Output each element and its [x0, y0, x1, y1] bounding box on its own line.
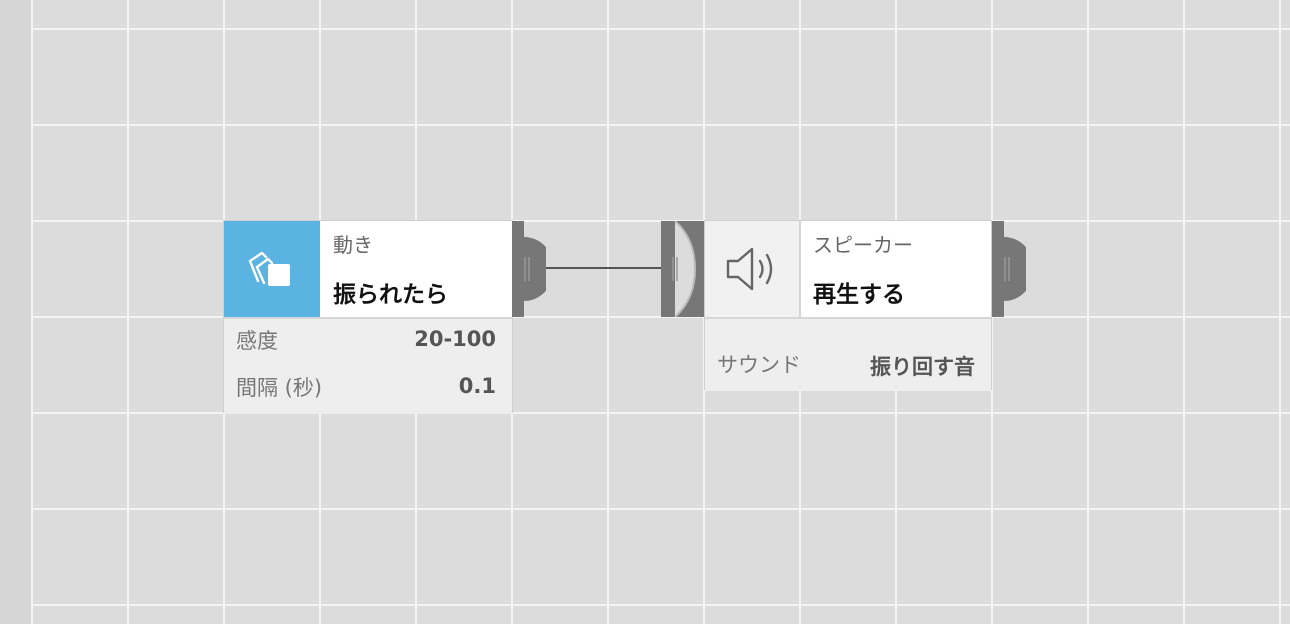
block-header: 動き 振られたら	[224, 221, 512, 317]
property-value[interactable]: 20-100	[414, 327, 496, 351]
property-row-sound[interactable]: サウンド 振り回す音	[717, 343, 975, 383]
canvas-left-margin	[0, 0, 31, 624]
block-action: 再生する	[813, 282, 905, 308]
input-port[interactable]	[661, 220, 705, 318]
output-port[interactable]	[992, 221, 1034, 317]
property-label: 感度	[236, 329, 278, 353]
speaker-icon	[705, 221, 801, 317]
property-value[interactable]: 0.1	[458, 374, 496, 398]
property-row-sensitivity[interactable]: 感度 20-100	[236, 319, 496, 359]
speaker-play-block[interactable]: スピーカー 再生する サウンド 振り回す音	[705, 221, 991, 391]
output-port[interactable]	[512, 221, 554, 317]
block-header: スピーカー 再生する	[705, 221, 991, 317]
block-action: 振られたら	[333, 282, 448, 308]
block-category: 動き	[333, 233, 373, 257]
shake-icon	[224, 221, 320, 317]
property-row-interval[interactable]: 間隔 (秒) 0.1	[236, 366, 496, 406]
connection-wire[interactable]	[544, 267, 662, 269]
property-value[interactable]: 振り回す音	[870, 355, 975, 379]
property-label: サウンド	[717, 353, 801, 377]
block-properties[interactable]: 感度 20-100 間隔 (秒) 0.1	[224, 317, 512, 414]
property-label: 間隔 (秒)	[236, 376, 323, 400]
block-category: スピーカー	[813, 233, 913, 257]
shake-trigger-block[interactable]: 動き 振られたら 感度 20-100 間隔 (秒) 0.1	[224, 221, 512, 414]
block-properties[interactable]: サウンド 振り回す音	[705, 317, 991, 391]
